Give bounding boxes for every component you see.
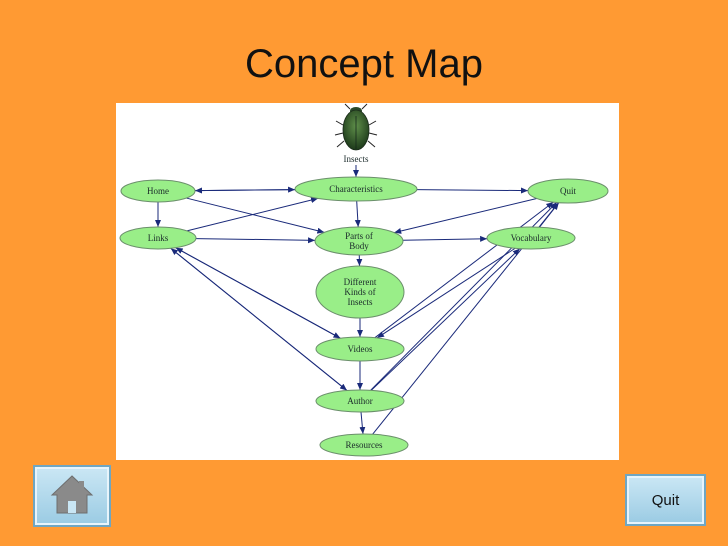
node-insects-label: Insects [344,154,369,164]
node-quit-label: Quit [560,186,577,196]
edge-characteristics-to-parts [354,200,361,228]
node-videos-shape [315,336,405,362]
node-vocabulary-shape [486,226,576,250]
node-links-label: Links [148,233,169,243]
home-icon [50,475,94,514]
node-kinds-label: Different [344,277,377,287]
node-kinds-label: Kinds of [344,287,375,297]
edge-vocabulary-to-videos [376,247,516,339]
node-resources: Resources [319,433,409,457]
node-author: Author [315,389,405,413]
edge-links-to-parts [195,237,316,244]
node-characteristics-label: Characteristics [329,184,383,194]
node-characteristics: Characteristics [294,176,418,202]
node-author-label: Author [347,396,373,406]
node-author-shape [315,389,405,413]
edge-characteristics-to-quit [416,187,529,194]
node-quit: Quit [527,178,609,204]
edge-videos-to-links [175,247,341,339]
node-characteristics-shape [294,176,418,202]
edge-links-to-characteristics [186,197,319,232]
node-parts-shape [314,226,404,256]
node-vocabulary: Vocabulary [486,226,576,250]
edge-videos-to-quit [374,201,554,339]
node-resources-shape [319,433,409,457]
node-insects: Insects [344,154,369,164]
node-home-label: Home [147,186,169,196]
edge-author-to-resources [359,411,366,435]
node-videos-label: Videos [348,344,373,354]
node-parts-label: Body [349,241,369,251]
node-parts-label: Parts of [345,231,373,241]
node-vocabulary-label: Vocabulary [511,233,552,243]
node-home: Home [120,179,196,203]
node-links-shape [119,226,197,250]
beetle-icon [334,103,378,151]
edge-author-to-vocabulary [370,248,521,391]
node-kinds-shape [315,265,405,319]
edge-characteristics-to-home [194,187,296,194]
quit-button[interactable]: Quit [625,474,706,526]
slide-title: Concept Map [245,42,483,86]
node-videos: Videos [315,336,405,362]
edge-quit-to-parts [394,197,537,234]
node-home-shape [120,179,196,203]
node-links: Links [119,226,197,250]
edge-home-to-parts [186,197,325,234]
node-resources-label: Resources [346,440,383,450]
home-button[interactable] [33,465,111,527]
edge-parts-to-vocabulary [402,235,488,242]
node-kinds-label: Insects [348,297,373,307]
edge-author-to-links [170,247,348,391]
node-quit-shape [527,178,609,204]
